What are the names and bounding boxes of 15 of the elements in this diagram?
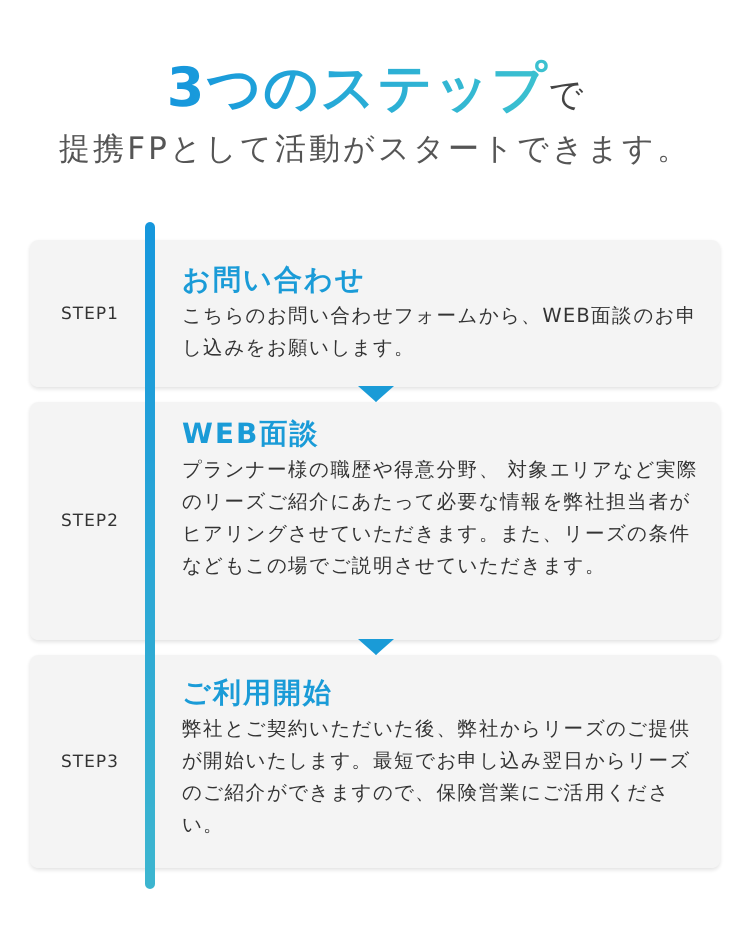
down-arrow — [358, 386, 394, 402]
step-label: STEP1 — [61, 304, 119, 324]
down-arrow — [358, 639, 394, 656]
step-card — [30, 655, 720, 868]
step-heading: ご利用開始 — [182, 675, 333, 711]
step-heading: お問い合わせ — [182, 262, 366, 298]
step-description: 弊社とご契約いただいた後、弊社からリーズのご提供が開始いたします。最短でお申し込み翌日からリーズのご紹介ができますので、保険営業にご活用ください。 — [182, 716, 692, 838]
step-label: STEP2 — [61, 511, 119, 531]
step-label: STEP3 — [61, 752, 119, 772]
step-card — [30, 402, 720, 640]
step-heading: WEB面談 — [182, 416, 320, 452]
step-description: プランナー様の職歴や得意分野、 対象エリアなど実際のリーズご紹介にあたって必要な情報を弊社担当者がヒアリングさせていただきます。また、リーズの条件などもこの場でご説明させていただきます。 — [182, 457, 700, 580]
subtitle: 提携FPとして活動がスタートできます。 — [59, 130, 691, 169]
step-card — [30, 240, 720, 387]
step-description: こちらのお問い合わせフォームから、WEB面談のお申し込みをお願いします。 — [182, 303, 698, 362]
